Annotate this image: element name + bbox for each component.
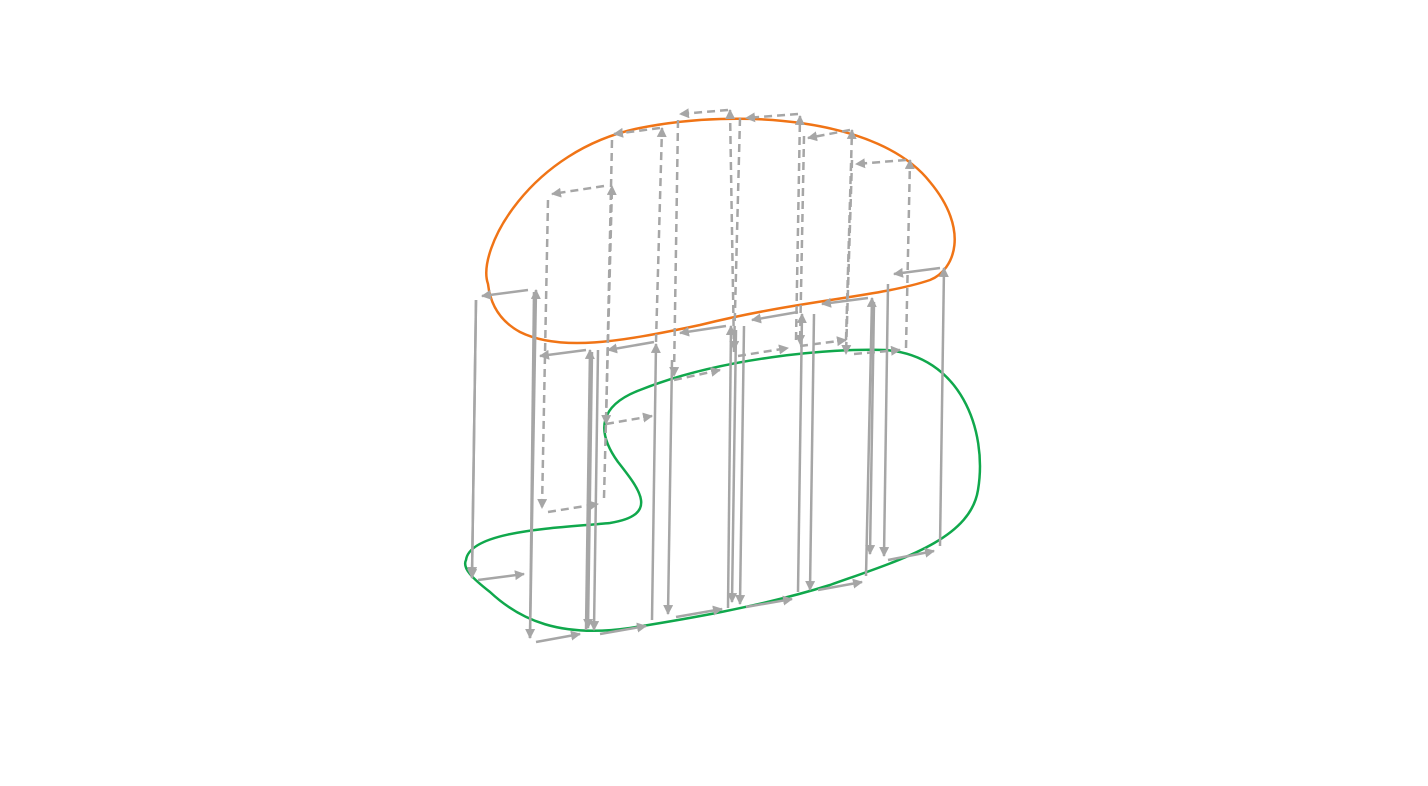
front-vertical-arrow (663, 359, 674, 615)
back-horizontal-arrow (855, 158, 907, 169)
back-vertical-arrow (841, 159, 854, 355)
front-vertical-arrow (735, 325, 746, 605)
front-bottom-arrow (887, 547, 935, 562)
front-bottom-arrow (535, 630, 581, 644)
back-horizontal-arrow (807, 128, 851, 142)
front-down-arrow (727, 329, 738, 603)
front-down-arrow (865, 301, 876, 555)
front-top-arrow (679, 324, 727, 337)
front-vertical-arrow (584, 349, 595, 631)
front-top-arrow (481, 288, 529, 300)
front-vertical-arrow (879, 283, 890, 557)
front-bottom-arrow (675, 605, 723, 619)
green-closed-curve (463, 348, 982, 632)
orange-closed-curve (485, 117, 956, 345)
back-horizontal-arrow (605, 412, 653, 426)
back-vertical-arrow (654, 127, 667, 343)
front-vertical-arrow (938, 267, 949, 547)
front-vertical-arrow (589, 349, 600, 631)
front-vertical-arrow (805, 313, 816, 591)
back-vertical-arrow (725, 109, 736, 353)
front-bottom-arrow (599, 622, 647, 636)
front-vertical-arrow (725, 325, 736, 609)
front-bottom-arrow (745, 595, 793, 609)
back-horizontal-arrow (551, 184, 605, 198)
back-vertical-arrow (904, 159, 915, 349)
front-top-arrow (539, 348, 587, 360)
front-vertical-arrow (650, 343, 661, 621)
front-top-arrow (607, 340, 655, 354)
back-horizontal-arrow (613, 126, 661, 138)
back-horizontal-arrow (799, 336, 847, 348)
back-horizontal-arrow (679, 108, 729, 119)
front-vertical-arrow (864, 297, 877, 577)
back-vertical-arrow (669, 119, 680, 377)
back-vertical-arrow (795, 135, 806, 345)
front-ladder-arrows (467, 266, 949, 644)
front-bottom-arrow (817, 578, 863, 592)
front-top-arrow (751, 310, 799, 324)
back-vertical-arrow (794, 115, 805, 341)
back-horizontal-arrow (673, 367, 721, 382)
front-vertical-arrow (528, 289, 541, 639)
back-horizontal-arrow (853, 345, 901, 356)
back-horizontal-arrow (737, 344, 789, 358)
back-ladder-arrows (537, 108, 915, 514)
back-vertical-arrow (601, 139, 614, 425)
front-bottom-arrow (477, 570, 525, 582)
front-down-arrow (583, 351, 594, 629)
front-vertical-arrow (467, 299, 478, 579)
front-top-arrow (893, 266, 941, 278)
front-vertical-arrow (796, 313, 807, 593)
front-top-arrow (821, 296, 869, 308)
back-horizontal-arrow (745, 112, 799, 123)
